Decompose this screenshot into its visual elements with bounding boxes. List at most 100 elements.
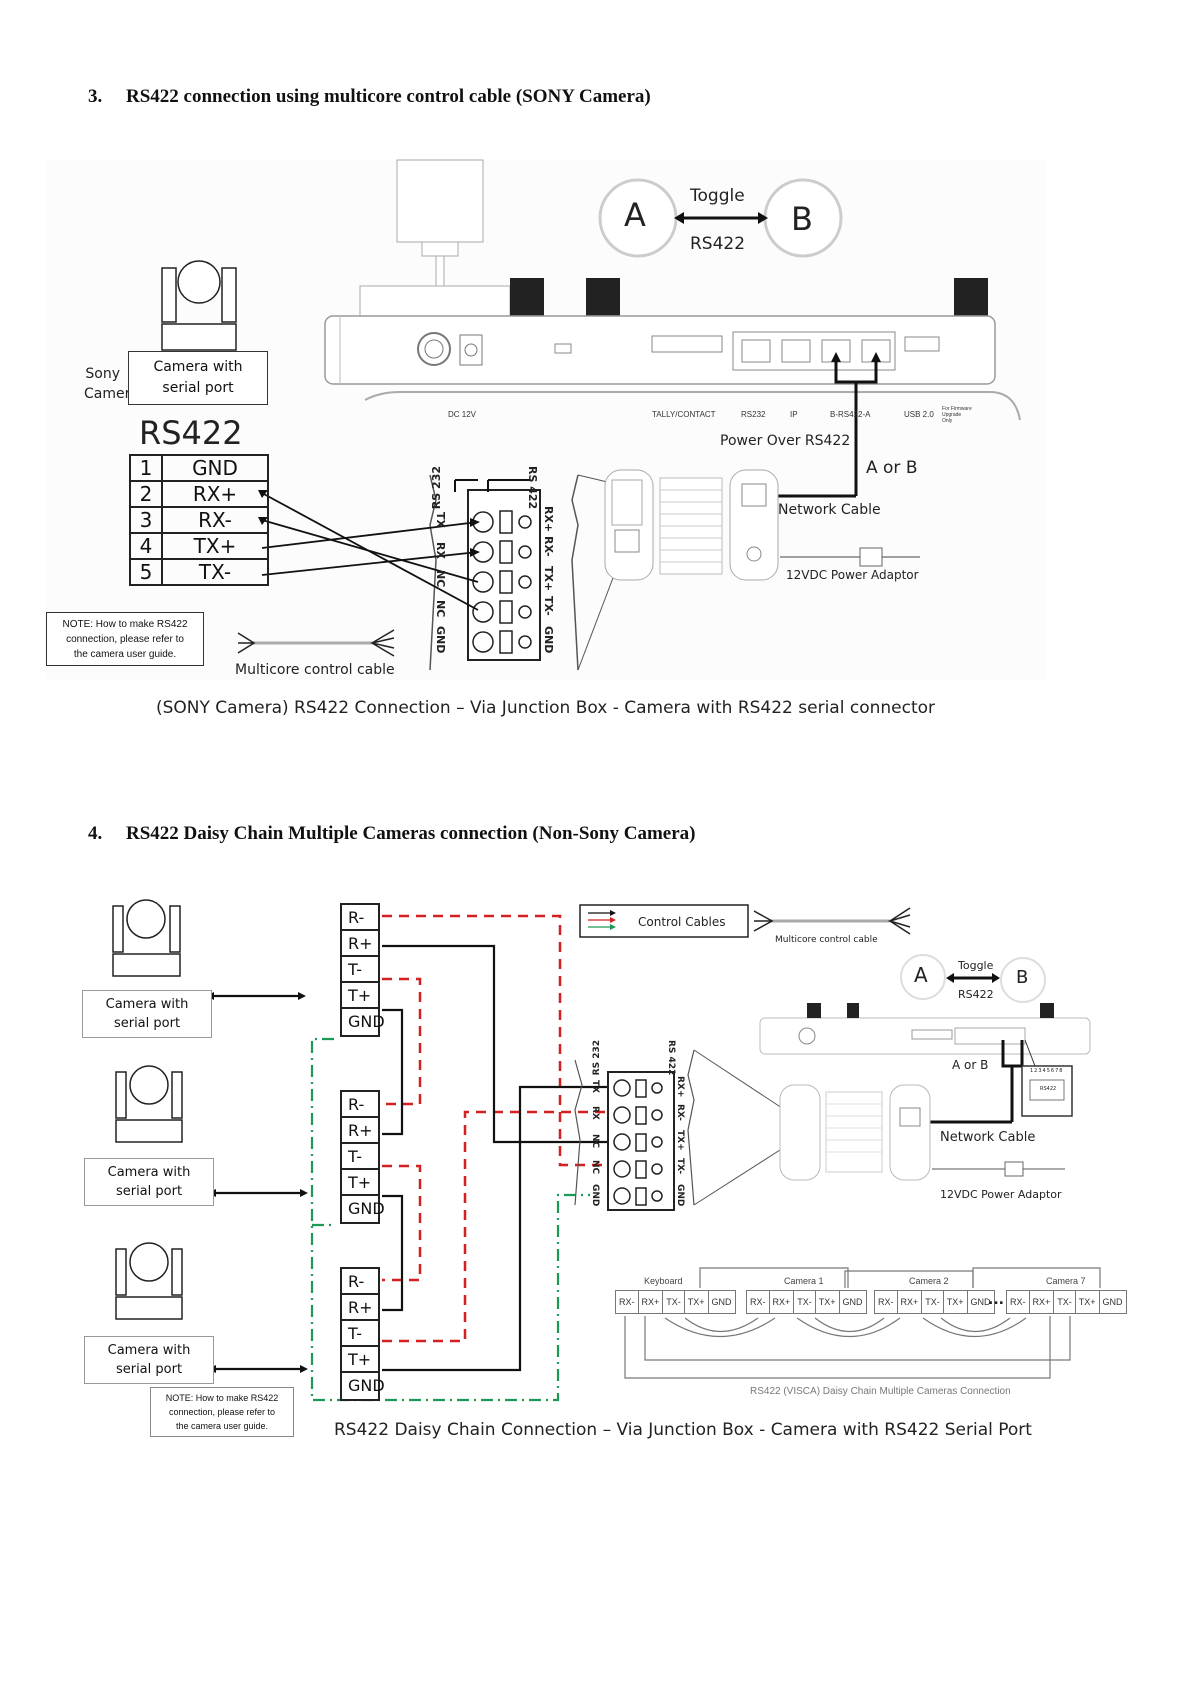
pin-name: RX- xyxy=(161,506,269,534)
junction-rs422-header-2: RS 422 xyxy=(666,1040,676,1076)
camera-icon xyxy=(161,260,237,351)
note-line: the camera user guide. xyxy=(175,1421,269,1431)
pin-name: RX+ xyxy=(161,480,269,508)
rj45-label: RS422 xyxy=(1040,1086,1057,1092)
a-or-b-label-2: A or B xyxy=(952,1058,989,1072)
toggle-label: Toggle xyxy=(690,186,745,206)
chain-pin: TX+ xyxy=(816,1291,840,1313)
chain-title-camera1: Camera 1 xyxy=(784,1276,824,1286)
toggle-a-label-2: A xyxy=(914,963,928,987)
jb2-left-gnd: GND xyxy=(590,1184,600,1207)
chain-pin: GND xyxy=(842,1297,863,1307)
terminal-r-minus: R- xyxy=(342,1092,378,1118)
chain-pin: TX+ xyxy=(685,1291,709,1313)
toggle-b-label: B xyxy=(791,200,813,238)
terminal-gnd: GND xyxy=(348,1012,385,1031)
chain-pin: RX- xyxy=(616,1291,639,1313)
chain-block-camera7: RX-RX+TX-TX+GND xyxy=(1006,1290,1127,1314)
multicore-label: Multicore control cable xyxy=(235,662,395,678)
terminal-block-3: R- R+ T- T+ GND xyxy=(340,1267,385,1401)
jb2-right-txp: TX+ xyxy=(675,1130,685,1151)
camera-box-line: Camera with xyxy=(105,997,189,1012)
note-line: the camera user guide. xyxy=(73,648,177,660)
jb-left-gnd: GND xyxy=(434,626,447,654)
power-adaptor-label-2: 12VDC Power Adaptor xyxy=(940,1188,1062,1201)
terminal-t-plus: T+ xyxy=(342,1347,378,1373)
jb2-right-rxn: RX- xyxy=(675,1104,685,1121)
chain-pin: RX- xyxy=(875,1291,898,1313)
note-line: NOTE: How to make RS422 xyxy=(62,618,188,630)
power-adaptor-label: 12VDC Power Adaptor xyxy=(786,568,919,582)
jb2-left-rx: RX xyxy=(590,1106,600,1120)
chain-title-camera2: Camera 2 xyxy=(909,1276,949,1286)
diagram-sony-rs422 xyxy=(45,160,1045,680)
terminal-block-1: R- R+ T- T+ GND xyxy=(340,903,385,1037)
terminal-t-minus: T- xyxy=(342,1321,378,1347)
section-number: 3. xyxy=(88,86,103,107)
junction-rs422-header: RS 422 xyxy=(526,466,539,510)
chain-block-keyboard: RX-RX+TX-TX+GND xyxy=(615,1290,736,1314)
diagram-caption: (SONY Camera) RS422 Connection – Via Jun… xyxy=(156,698,936,718)
jb2-right-gnd: GND xyxy=(675,1184,685,1207)
note-line: connection, please refer to xyxy=(66,633,184,645)
camera-box-line: Camera with xyxy=(107,1165,191,1180)
network-cable-label-2: Network Cable xyxy=(940,1130,1036,1145)
terminal-r-plus: R+ xyxy=(342,1295,378,1321)
chain-block-camera1: RX-RX+TX-TX+GND xyxy=(746,1290,867,1314)
pin-number: 2 xyxy=(129,480,163,508)
toggle-rs422-label-2: RS422 xyxy=(958,988,994,1001)
camera-icon xyxy=(115,1242,183,1320)
terminal-t-plus: T+ xyxy=(342,1170,378,1196)
chain-pin: TX+ xyxy=(944,1291,968,1313)
usb-note: For Firmware Upgrade Only xyxy=(942,406,972,424)
rs422-title: RS422 xyxy=(139,414,243,452)
chain-title-camera7: Camera 7 xyxy=(1046,1276,1086,1286)
port-label-ip: IP xyxy=(790,410,798,419)
camera-box-line: Camera with xyxy=(153,359,243,375)
section-number: 4. xyxy=(88,823,103,844)
terminal-r-minus: R- xyxy=(342,905,378,931)
camera-serial-box: Camera with serial port xyxy=(128,351,268,405)
camera-box-line: Camera with xyxy=(107,1343,191,1358)
chain-pin: GND xyxy=(711,1297,732,1307)
network-cable-label: Network Cable xyxy=(778,502,881,518)
terminal-t-minus: T- xyxy=(342,957,378,983)
multicore-label-2: Multicore control cable xyxy=(775,935,878,945)
sony-label-line: Sony xyxy=(85,366,120,382)
diagram-caption-2: RS422 Daisy Chain Connection – Via Junct… xyxy=(334,1420,1032,1440)
chain-pin: RX- xyxy=(1007,1291,1030,1313)
chain-pin: GND xyxy=(970,1297,991,1307)
chain-block-camera2: RX-RX+TX-TX+GND xyxy=(874,1290,995,1314)
port-label-rs232: RS232 xyxy=(741,410,766,419)
camera-serial-box-2: Camera with serial port xyxy=(84,1158,214,1206)
controller-graphic xyxy=(161,159,1021,671)
jb-right-gnd: GND xyxy=(542,626,555,654)
chain-caption: RS422 (VISCA) Daisy Chain Multiple Camer… xyxy=(750,1386,1011,1397)
camera-icon xyxy=(115,1065,183,1143)
terminal-r-plus: R+ xyxy=(342,1118,378,1144)
jb2-left-tx: TX xyxy=(590,1080,600,1094)
pin-number: 4 xyxy=(129,532,163,560)
pin-name: TX- xyxy=(161,558,269,586)
jb-right-rxp: RX+ xyxy=(542,506,555,533)
chain-title-keyboard: Keyboard xyxy=(644,1276,683,1286)
chain-pin: RX+ xyxy=(898,1291,923,1313)
jb2-left-nc: NC xyxy=(590,1134,600,1149)
jb-left-nc: NC xyxy=(434,570,447,588)
toggle-rs422-label: RS422 xyxy=(690,234,746,254)
chain-pin: TX- xyxy=(1054,1291,1076,1313)
jb-left-nc2: NC xyxy=(434,600,447,618)
pin-number: 1 xyxy=(129,454,163,482)
jb-right-txn: TX- xyxy=(542,596,555,616)
toggle-a-label: A xyxy=(624,196,646,234)
pin-number: 3 xyxy=(129,506,163,534)
note-line: connection, please refer to xyxy=(168,1407,276,1417)
camera-box-line: serial port xyxy=(115,1362,183,1377)
terminal-gnd: GND xyxy=(348,1376,385,1395)
legend-label: Control Cables xyxy=(638,915,726,929)
rj45-pins: 12345678 xyxy=(1030,1068,1064,1074)
section-4-heading: 4.RS422 Daisy Chain Multiple Cameras con… xyxy=(88,823,695,845)
terminal-t-minus: T- xyxy=(342,1144,378,1170)
